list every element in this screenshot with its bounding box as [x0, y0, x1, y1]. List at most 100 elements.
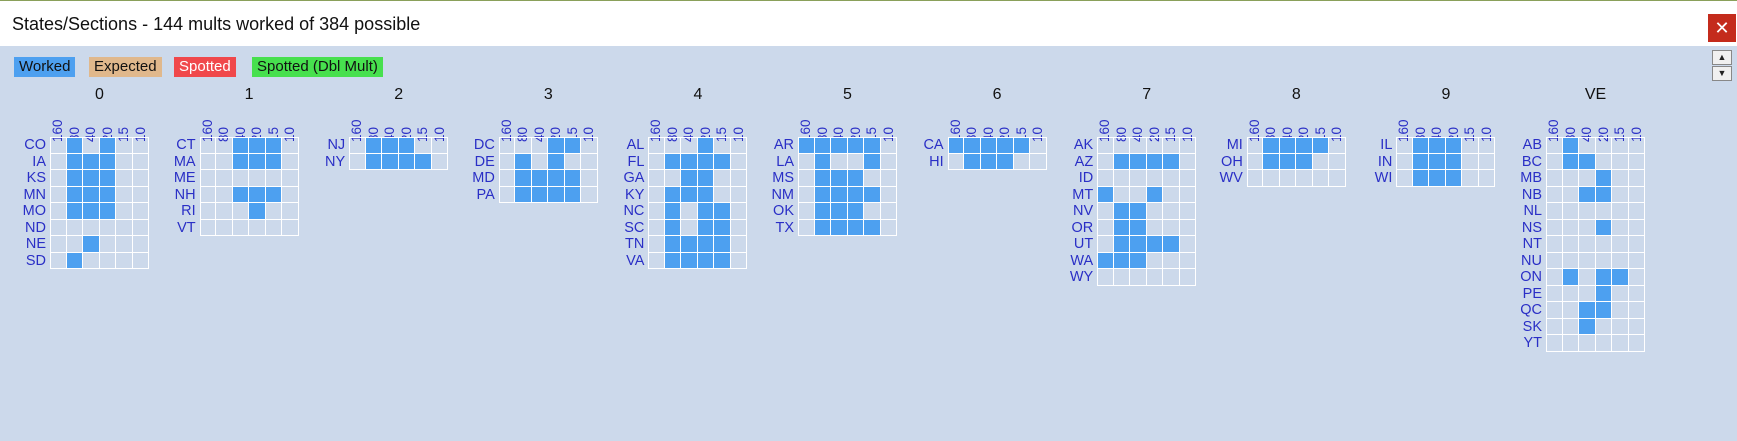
cell-worked[interactable]: [1013, 137, 1031, 154]
cell-empty[interactable]: [831, 153, 848, 170]
cell-worked[interactable]: [515, 153, 532, 170]
cell-empty[interactable]: [132, 236, 149, 253]
cell-worked[interactable]: [814, 153, 831, 170]
cell-worked[interactable]: [531, 186, 549, 203]
cell-empty[interactable]: [648, 203, 665, 220]
cell-worked[interactable]: [548, 186, 565, 203]
cell-empty[interactable]: [1612, 153, 1629, 170]
cell-empty[interactable]: [1113, 186, 1131, 203]
cell-empty[interactable]: [1163, 203, 1180, 220]
cell-empty[interactable]: [1612, 219, 1629, 236]
cell-worked[interactable]: [1163, 153, 1180, 170]
cell-worked[interactable]: [1113, 203, 1131, 220]
cell-empty[interactable]: [648, 236, 665, 253]
cell-empty[interactable]: [515, 137, 532, 154]
cell-empty[interactable]: [581, 170, 598, 187]
cell-empty[interactable]: [1579, 137, 1596, 154]
cell-empty[interactable]: [1146, 137, 1164, 154]
cell-empty[interactable]: [1546, 170, 1563, 187]
cell-worked[interactable]: [382, 137, 399, 154]
cell-empty[interactable]: [1595, 335, 1612, 352]
cell-worked[interactable]: [1113, 219, 1131, 236]
cell-worked[interactable]: [997, 137, 1014, 154]
cell-empty[interactable]: [1013, 153, 1031, 170]
cell-worked[interactable]: [697, 203, 715, 220]
cell-worked[interactable]: [714, 203, 731, 220]
cell-worked[interactable]: [664, 186, 682, 203]
cell-empty[interactable]: [232, 203, 250, 220]
cell-empty[interactable]: [1179, 252, 1197, 269]
cell-worked[interactable]: [1595, 269, 1612, 286]
cell-worked[interactable]: [1579, 186, 1596, 203]
cell-worked[interactable]: [831, 137, 848, 154]
cell-worked[interactable]: [1279, 153, 1297, 170]
cell-worked[interactable]: [714, 252, 731, 269]
cell-empty[interactable]: [1562, 186, 1579, 203]
cell-empty[interactable]: [1579, 252, 1596, 269]
cell-empty[interactable]: [1579, 236, 1596, 253]
cell-worked[interactable]: [847, 203, 864, 220]
cell-empty[interactable]: [564, 153, 582, 170]
cell-empty[interactable]: [99, 252, 116, 269]
cell-empty[interactable]: [66, 236, 83, 253]
cell-empty[interactable]: [116, 137, 133, 154]
cell-empty[interactable]: [1097, 203, 1114, 220]
cell-empty[interactable]: [648, 219, 665, 236]
cell-empty[interactable]: [50, 186, 67, 203]
cell-empty[interactable]: [1130, 186, 1147, 203]
cell-empty[interactable]: [99, 236, 116, 253]
cell-worked[interactable]: [1113, 153, 1131, 170]
cell-empty[interactable]: [1595, 203, 1612, 220]
cell-empty[interactable]: [1329, 137, 1346, 154]
cell-worked[interactable]: [1097, 186, 1114, 203]
cell-empty[interactable]: [1296, 170, 1313, 187]
cell-empty[interactable]: [1246, 153, 1264, 170]
cell-worked[interactable]: [664, 252, 682, 269]
cell-empty[interactable]: [1546, 302, 1563, 319]
cell-empty[interactable]: [864, 203, 881, 220]
cell-empty[interactable]: [282, 186, 299, 203]
cell-worked[interactable]: [232, 153, 250, 170]
cell-empty[interactable]: [531, 137, 549, 154]
cell-empty[interactable]: [1462, 153, 1479, 170]
cell-empty[interactable]: [431, 153, 449, 170]
cell-worked[interactable]: [814, 203, 831, 220]
cell-empty[interactable]: [1628, 137, 1645, 154]
cell-empty[interactable]: [714, 170, 731, 187]
cell-empty[interactable]: [199, 186, 217, 203]
cell-empty[interactable]: [199, 170, 217, 187]
cell-empty[interactable]: [431, 137, 449, 154]
cell-empty[interactable]: [1097, 153, 1114, 170]
cell-empty[interactable]: [531, 153, 549, 170]
cell-worked[interactable]: [697, 236, 715, 253]
cell-worked[interactable]: [265, 137, 283, 154]
cell-worked[interactable]: [1146, 236, 1164, 253]
cell-empty[interactable]: [50, 252, 67, 269]
cell-empty[interactable]: [50, 203, 67, 220]
cell-empty[interactable]: [1628, 252, 1645, 269]
cell-empty[interactable]: [880, 186, 897, 203]
cell-empty[interactable]: [1628, 203, 1645, 220]
cell-worked[interactable]: [1279, 137, 1297, 154]
cell-empty[interactable]: [648, 252, 665, 269]
cell-empty[interactable]: [199, 137, 217, 154]
cell-worked[interactable]: [66, 137, 83, 154]
cell-empty[interactable]: [1546, 285, 1563, 302]
cell-empty[interactable]: [132, 137, 149, 154]
cell-empty[interactable]: [1097, 170, 1114, 187]
cell-empty[interactable]: [1546, 219, 1563, 236]
cell-worked[interactable]: [831, 203, 848, 220]
cell-worked[interactable]: [548, 153, 565, 170]
cell-empty[interactable]: [1562, 236, 1579, 253]
cell-empty[interactable]: [1097, 219, 1114, 236]
cell-worked[interactable]: [664, 203, 682, 220]
cell-empty[interactable]: [249, 219, 266, 236]
cell-empty[interactable]: [83, 252, 100, 269]
cell-empty[interactable]: [1628, 236, 1645, 253]
cell-worked[interactable]: [1163, 236, 1180, 253]
cell-worked[interactable]: [415, 153, 432, 170]
cell-empty[interactable]: [1312, 170, 1330, 187]
cell-worked[interactable]: [83, 170, 100, 187]
cell-worked[interactable]: [531, 170, 549, 187]
cell-empty[interactable]: [1562, 252, 1579, 269]
